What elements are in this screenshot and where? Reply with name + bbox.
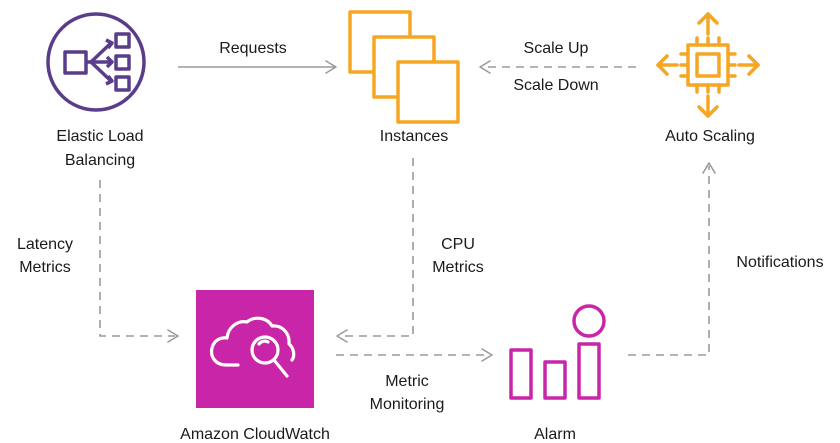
- cpu-label-line1: CPU: [441, 236, 475, 253]
- auto-scaling-label: Auto Scaling: [665, 128, 755, 145]
- latency-label-line1: Latency: [17, 236, 73, 253]
- instances-icon: [348, 10, 460, 124]
- metric-label-line2: Monitoring: [370, 396, 445, 413]
- cloudwatch-label: Amazon CloudWatch: [180, 426, 330, 443]
- elb-label-line1: Elastic Load: [56, 128, 143, 145]
- connector-scaling: [479, 60, 636, 74]
- instances-label: Instances: [380, 128, 448, 145]
- connector-cpu-metrics: [336, 158, 414, 343]
- scale-up-label: Scale Up: [524, 40, 589, 57]
- auto-scaling-icon: [656, 12, 760, 118]
- connector-requests: [178, 60, 337, 74]
- connector-metric-monitoring: [336, 348, 493, 362]
- alarm-label: Alarm: [534, 426, 576, 443]
- latency-label-line2: Metrics: [19, 259, 71, 276]
- cloudwatch-icon: [196, 290, 314, 408]
- scale-down-label: Scale Down: [513, 77, 598, 94]
- metric-label-line1: Metric: [385, 373, 429, 390]
- elb-label-line2: Balancing: [65, 152, 135, 169]
- connector-notifications: [628, 162, 716, 356]
- notifications-label: Notifications: [736, 254, 823, 271]
- cpu-label-line2: Metrics: [432, 259, 484, 276]
- elastic-load-balancing-icon: [46, 12, 146, 112]
- alarm-icon: [509, 304, 606, 400]
- connector-latency-metrics: [99, 180, 179, 343]
- requests-label: Requests: [219, 40, 287, 57]
